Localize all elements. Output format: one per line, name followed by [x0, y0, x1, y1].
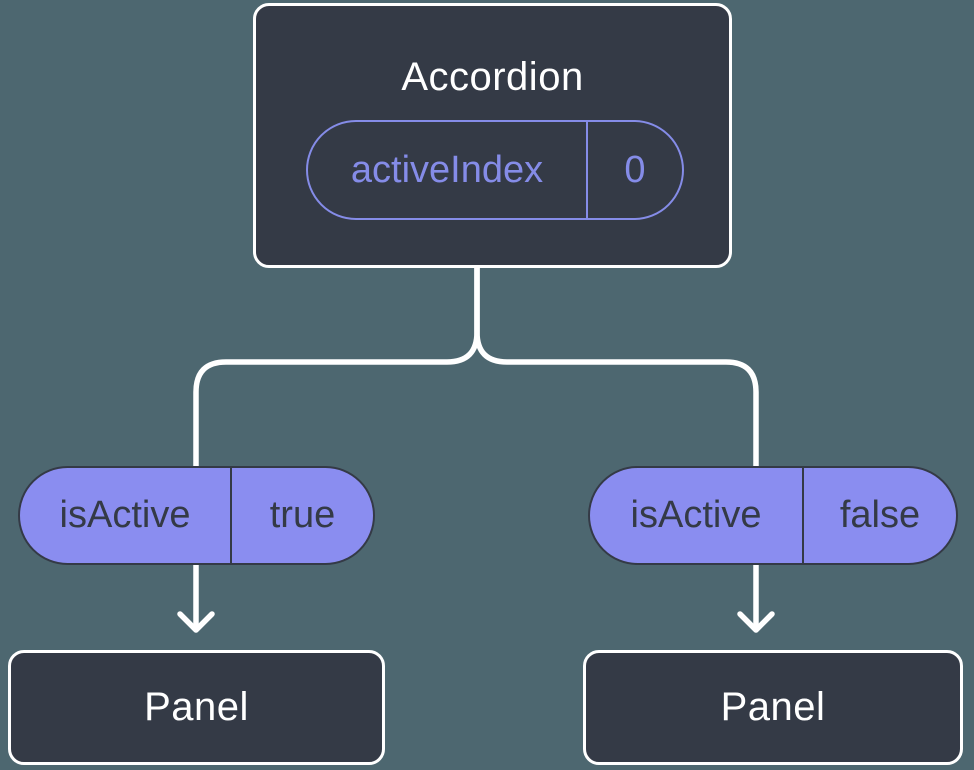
- prop-pill-left: isActive true: [18, 466, 375, 565]
- panel-node-right: Panel: [583, 650, 963, 765]
- state-pill: activeIndex 0: [306, 120, 684, 220]
- accordion-node-title: Accordion: [401, 55, 584, 99]
- state-value: 0: [624, 148, 646, 191]
- panel-node-left-title: Panel: [144, 685, 249, 729]
- prop-name-right: isActive: [590, 468, 804, 563]
- prop-pill-right: isActive false: [588, 466, 958, 565]
- accordion-node: Accordion activeIndex 0: [253, 3, 732, 268]
- prop-value-right: false: [839, 494, 921, 536]
- prop-value-left: true: [269, 494, 336, 536]
- panel-node-right-title: Panel: [720, 685, 826, 729]
- panel-node-left: Panel: [8, 650, 385, 765]
- branch-line-left: [193, 263, 480, 470]
- arrowhead-left-icon: [177, 611, 215, 633]
- arrowhead-right-icon: [737, 611, 775, 633]
- branch-line-right: [474, 263, 759, 470]
- prop-name-left: isActive: [20, 468, 232, 563]
- state-name: activeIndex: [308, 122, 588, 218]
